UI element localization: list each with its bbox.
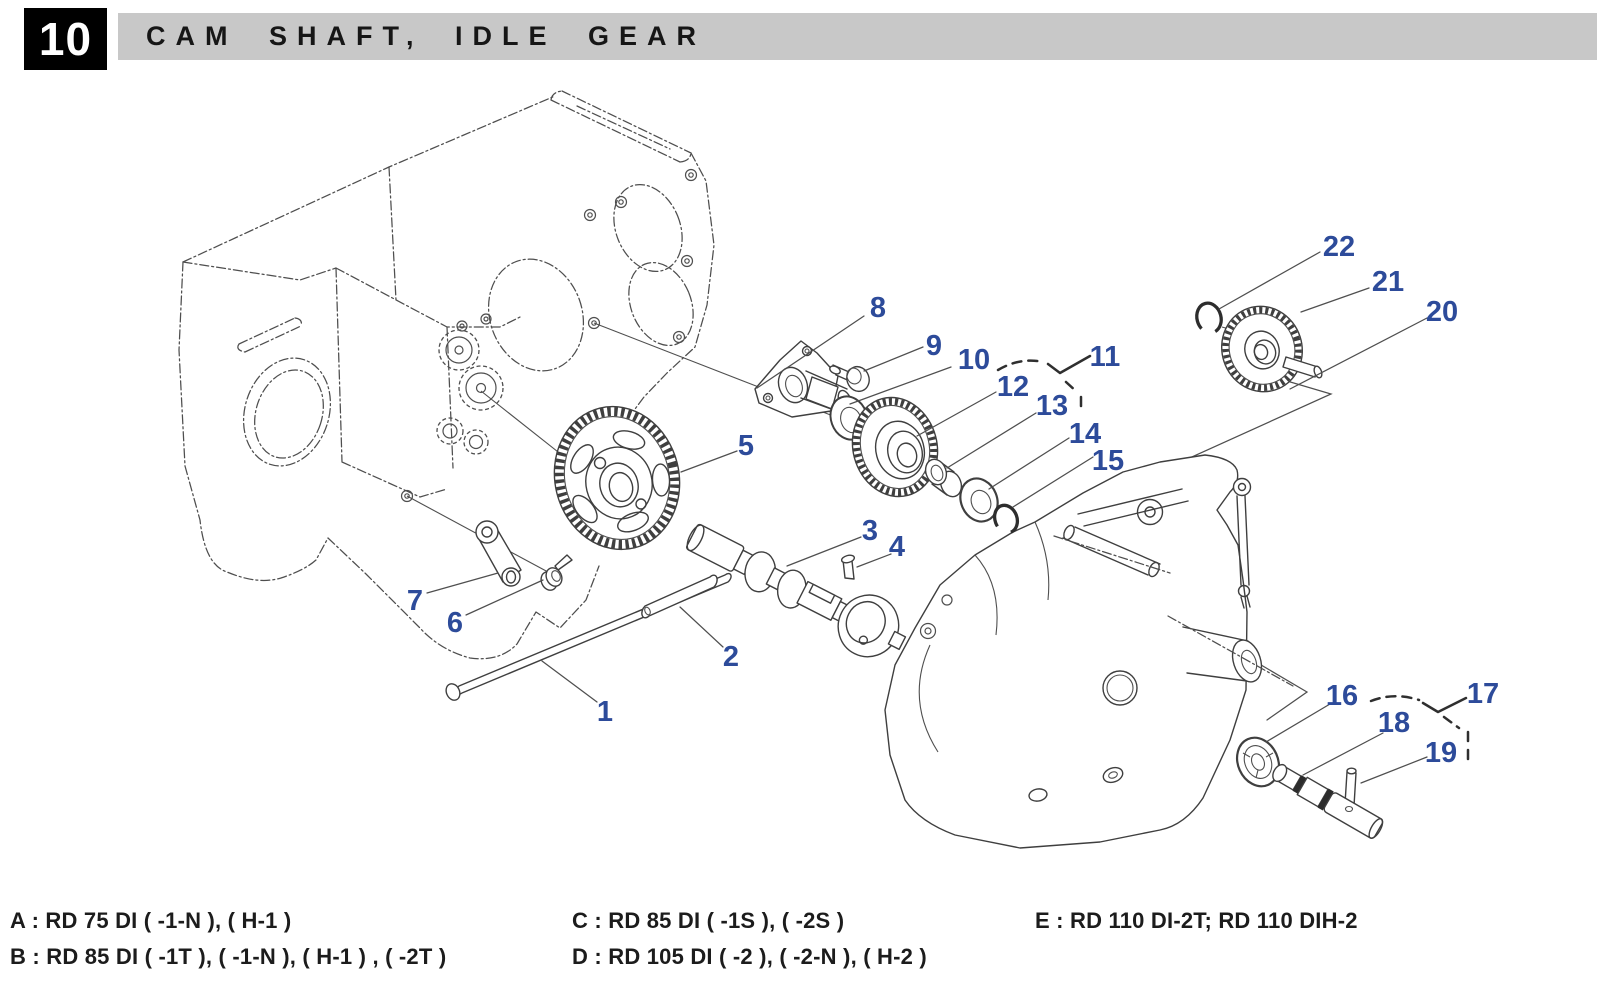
applicability-e: E : RD 110 DI-2T; RD 110 DIH-2 bbox=[1035, 908, 1358, 933]
idle-gear-21 bbox=[1221, 305, 1303, 393]
gear-case bbox=[884, 454, 1294, 849]
callout-3: 3 bbox=[862, 515, 878, 547]
idle-gear-bore-boss bbox=[1167, 615, 1294, 687]
group-bracket-17 bbox=[1369, 695, 1470, 764]
crankcase-outline bbox=[178, 90, 715, 660]
callout-19: 19 bbox=[1425, 737, 1457, 769]
lever-7 bbox=[475, 520, 522, 587]
callout-22: 22 bbox=[1323, 231, 1355, 263]
callout-5: 5 bbox=[738, 430, 754, 462]
callout-21: 21 bbox=[1372, 266, 1404, 298]
applicability-c: C : RD 85 DI ( -1S ), ( -2S ) bbox=[572, 908, 845, 933]
pin-4 bbox=[840, 554, 856, 580]
rod-2 bbox=[641, 574, 718, 619]
callout-10: 10 bbox=[958, 344, 990, 376]
callout-9: 9 bbox=[926, 330, 942, 362]
callout-4: 4 bbox=[889, 531, 905, 563]
callout-6: 6 bbox=[447, 607, 463, 639]
callout-8: 8 bbox=[870, 292, 886, 324]
leader-lines bbox=[426, 251, 1428, 784]
bolt-holes bbox=[400, 168, 698, 503]
applicability-a: A : RD 75 DI ( -1-N ), ( H-1 ) bbox=[10, 908, 292, 933]
callout-2: 2 bbox=[723, 641, 739, 673]
group-bracket-11 bbox=[996, 354, 1092, 414]
bolt-9 bbox=[829, 364, 870, 393]
callout-1: 1 bbox=[597, 696, 613, 728]
callout-12: 12 bbox=[997, 371, 1029, 403]
section-number-box: 10 bbox=[24, 8, 107, 70]
applicability-d: D : RD 105 DI ( -2 ), ( -2-N ), ( H-2 ) bbox=[572, 944, 927, 969]
callouts: 1 2 3 4 5 6 7 8 9 10 11 12 13 14 15 16 1… bbox=[407, 231, 1499, 769]
assembly-axis-chevron-2 bbox=[1255, 661, 1309, 721]
applicability-b: B : RD 85 DI ( -1T ), ( -1-N ), ( H-1 ) … bbox=[10, 944, 447, 969]
callout-15: 15 bbox=[1092, 445, 1124, 477]
camshaft-3 bbox=[685, 523, 907, 658]
callout-14: 14 bbox=[1069, 418, 1101, 450]
circlip-15 bbox=[992, 503, 1020, 535]
gear-12 bbox=[851, 396, 939, 498]
title-bar: CAM SHAFT, IDLE GEAR bbox=[118, 13, 1597, 60]
callout-13: 13 bbox=[1036, 390, 1068, 422]
phantom-gear-cluster bbox=[436, 329, 504, 455]
washer-14 bbox=[959, 477, 999, 523]
shaft-18 bbox=[1272, 763, 1384, 839]
section-number: 10 bbox=[38, 13, 93, 65]
bushing-13 bbox=[924, 458, 963, 498]
washer-16 bbox=[1235, 736, 1281, 788]
callout-7: 7 bbox=[407, 585, 423, 617]
callout-16: 16 bbox=[1326, 680, 1358, 712]
page-title: CAM SHAFT, IDLE GEAR bbox=[146, 21, 707, 51]
callout-11: 11 bbox=[1090, 341, 1121, 373]
cam-gear-5 bbox=[553, 405, 681, 551]
callout-20: 20 bbox=[1426, 296, 1458, 328]
callout-17: 17 bbox=[1467, 678, 1499, 710]
screw-6 bbox=[540, 554, 573, 591]
callout-18: 18 bbox=[1378, 707, 1410, 739]
